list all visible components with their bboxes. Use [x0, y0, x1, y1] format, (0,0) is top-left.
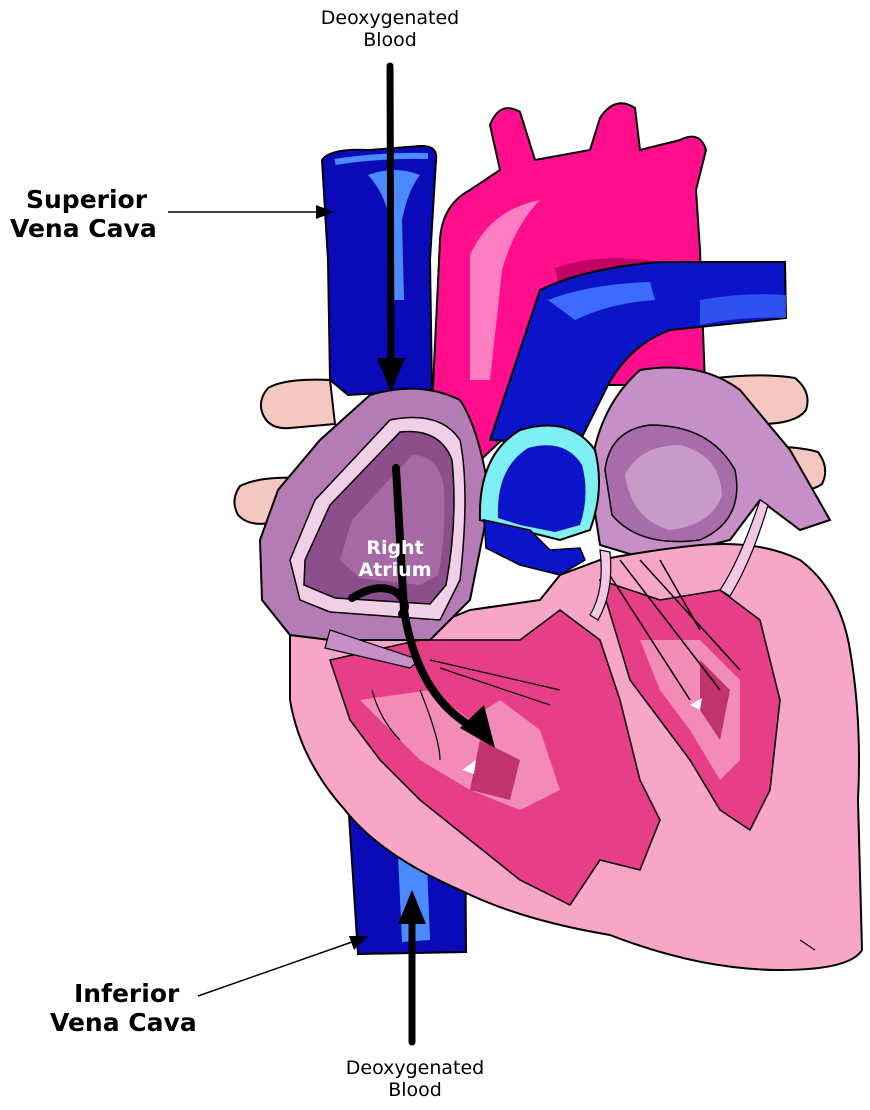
top-flow-label: Deoxygenated Blood	[290, 8, 490, 52]
bottom-flow-label-line-1: Deoxygenated	[315, 1058, 515, 1080]
chamber-label: Right Atrium	[335, 538, 455, 582]
superior-label-line-1: Superior	[10, 186, 190, 215]
bottom-flow-label: Deoxygenated Blood	[315, 1058, 515, 1102]
top-flow-label-line-2: Blood	[290, 30, 490, 52]
chamber-label-line-2: Atrium	[335, 560, 455, 582]
superior-pointer	[168, 205, 334, 219]
bottom-flow-label-line-2: Blood	[315, 1080, 515, 1102]
inferior-label-line-2: Vena Cava	[50, 1009, 240, 1038]
chamber-label-line-1: Right	[335, 538, 455, 560]
inferior-label-line-1: Inferior	[50, 980, 240, 1009]
top-flow-label-line-1: Deoxygenated	[290, 8, 490, 30]
superior-vena-cava-label: Superior Vena Cava	[10, 186, 190, 244]
superior-label-line-2: Vena Cava	[10, 215, 190, 244]
aortic-valve	[480, 426, 599, 576]
superior-vena-cava	[322, 146, 436, 395]
inferior-vena-cava-label: Inferior Vena Cava	[50, 980, 240, 1038]
rib-left-upper	[261, 380, 335, 429]
